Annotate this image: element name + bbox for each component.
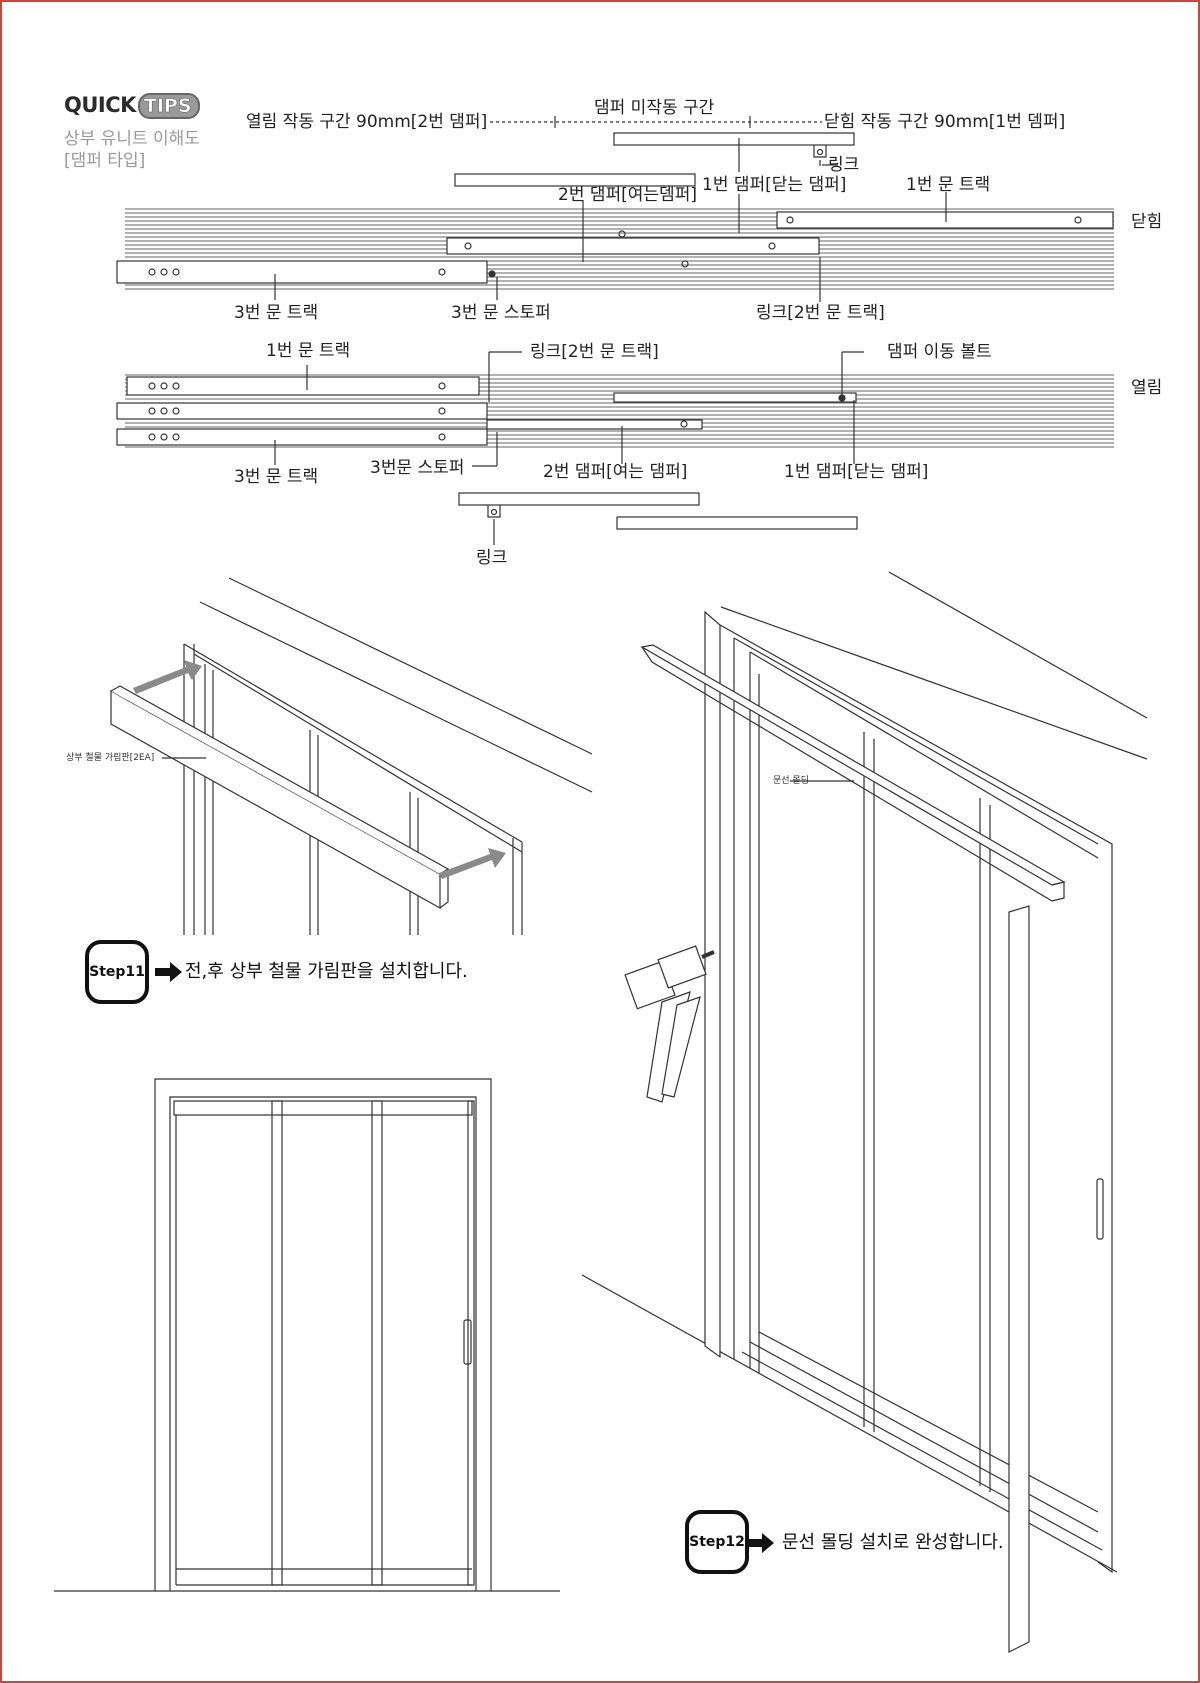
label-stopper3-top: 3번 문 스토퍼 (451, 303, 551, 323)
step11-badge: Step11 (85, 940, 149, 1004)
callout-molding: 문선 몰딩 (773, 776, 809, 786)
step11-label: Step11 (89, 964, 145, 980)
label-damper2-top: 2번 댐퍼[여는뎀퍼] (558, 185, 697, 205)
subtitle-line1: 상부 유니트 이해도 (64, 129, 200, 149)
step11-text: 전,후 상부 철물 가림판을 설치합니다. (185, 961, 468, 982)
label-track3-top: 3번 문 트랙 (234, 303, 319, 323)
label-middle-range: 댐퍼 미작동 구간 (594, 98, 715, 118)
label-track1-top: 1번 문 트랙 (906, 175, 991, 195)
label-track1-bottom: 1번 문 트랙 (266, 341, 351, 361)
label-damper2-bottom: 2번 댐퍼[여는 댐퍼] (543, 462, 688, 482)
open-state-diagram (116, 351, 1114, 545)
label-damper1-top: 1번 댐퍼[닫는 댐퍼] (702, 175, 847, 195)
label-link-bottom: 링크 (476, 548, 508, 568)
step12-illustration (581, 571, 1148, 1653)
step12-arrow-icon (746, 1533, 774, 1553)
logo-tips-badge: TIPS (137, 93, 200, 119)
nail-gun-icon (624, 945, 715, 1103)
subtitle-line2: [댐퍼 타입] (64, 151, 146, 171)
step12-label: Step12 (689, 1534, 745, 1550)
label-link-track2-bottom: 링크[2번 문 트랙] (530, 342, 659, 362)
label-close-range: 닫힘 작동 구간 90mm[1번 뎀퍼] (824, 112, 1066, 132)
label-damper1-bottom: 1번 댐퍼[닫는 댐퍼] (784, 462, 929, 482)
label-stopper3-bottom: 3번문 스토퍼 (370, 458, 465, 478)
step12-text: 문선 몰딩 설치로 완성합니다. (782, 1532, 1004, 1553)
closed-state-diagram (116, 116, 1114, 302)
label-link-track2-top: 링크[2번 문 트랙] (756, 303, 885, 323)
logo-quick-text: QUICK (64, 93, 136, 117)
callout-cover-plate: 상부 철물 가림판[2EA] (66, 753, 155, 763)
step12-badge: Step12 (685, 1510, 749, 1574)
label-bolt: 댐퍼 이동 볼트 (887, 342, 992, 362)
label-track3-bottom: 3번 문 트랙 (234, 467, 319, 487)
label-state-closed: 닫힘 (1131, 212, 1163, 232)
front-elevation-illustration (54, 1078, 560, 1592)
step11-arrow-icon (155, 962, 182, 982)
step11-illustration (110, 577, 593, 935)
label-open-range: 열림 작동 구간 90mm[2번 댐퍼] (246, 112, 488, 132)
subtitle: 상부 유니트 이해도 [댐퍼 타입] (64, 128, 200, 172)
label-link-top: 링크 (828, 155, 860, 175)
label-state-open: 열림 (1131, 378, 1163, 398)
